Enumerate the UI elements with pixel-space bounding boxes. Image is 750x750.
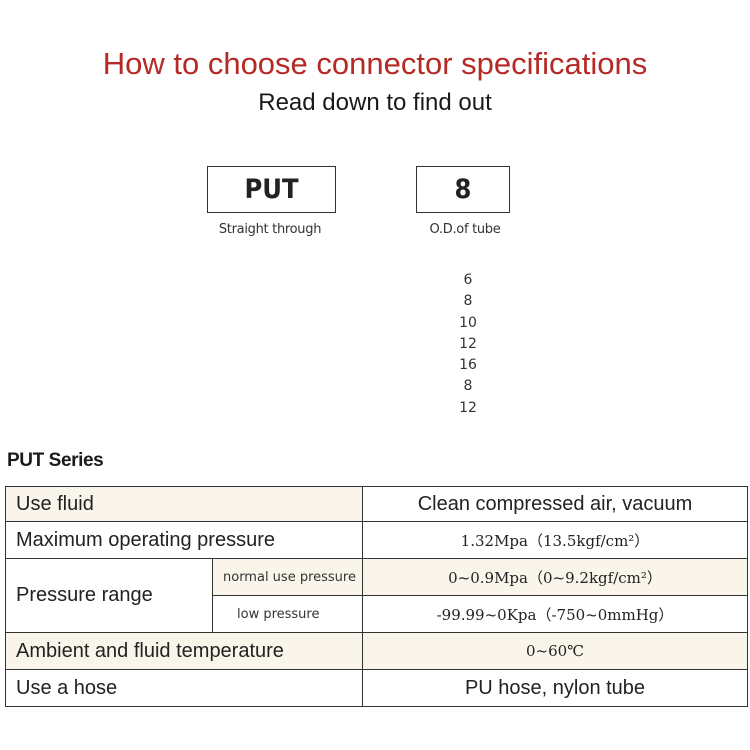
temperature-label: Ambient and fluid temperature	[5, 632, 363, 670]
tube-size-item: 8	[463, 378, 473, 395]
page-title: How to choose connector specifications	[102, 46, 648, 81]
size-code-box: 8	[416, 166, 510, 213]
series-code-box: PUT	[207, 166, 336, 213]
tube-size-item: 6	[463, 272, 473, 288]
low-pressure-value: -99.99~0Kpa（-750~0mmHg）	[362, 595, 748, 633]
tube-size-item: 12	[459, 335, 477, 352]
normal-pressure-value: 0~0.9Mpa（0~9.2kgf/cm²）	[362, 558, 748, 596]
pressure-range-label: Pressure range	[5, 558, 213, 633]
temperature-value: 0~60℃	[362, 632, 748, 670]
table-row: Ambient and fluid temperature 0~60℃	[5, 632, 748, 670]
table-row: Maximum operating pressure 1.32Mpa（13.5k…	[5, 521, 748, 559]
tube-size-item: 8	[463, 293, 473, 310]
series-code-label: Straight through	[218, 222, 322, 237]
hose-label: Use a hose	[5, 669, 363, 707]
hose-value: PU hose, nylon tube	[362, 669, 748, 707]
page-subtitle: Read down to find out	[258, 89, 492, 116]
fluid-value: Clean compressed air, vacuum	[362, 486, 748, 522]
table-row: Use fluid Clean compressed air, vacuum	[5, 486, 748, 522]
tube-size-item: 12	[459, 399, 477, 416]
table-row: Pressure range normal use pressure 0~0.9…	[5, 558, 748, 633]
tube-size-item: 10	[459, 314, 477, 331]
normal-pressure-label: normal use pressure	[212, 558, 363, 596]
spec-table: Use fluid Clean compressed air, vacuum M…	[5, 486, 748, 707]
tube-size-item: 16	[459, 357, 477, 374]
fluid-label: Use fluid	[5, 486, 363, 522]
max-pressure-label: Maximum operating pressure	[5, 521, 363, 559]
size-code-label: O.D.of tube	[429, 222, 501, 237]
low-pressure-label: low pressure	[212, 595, 363, 633]
table-row: Use a hose PU hose, nylon tube	[5, 669, 748, 707]
table-row: low pressure -99.99~0Kpa（-750~0mmHg）	[6, 595, 748, 633]
series-heading: PUT Series	[7, 450, 104, 471]
tube-size-list: 6 8 10 12 16 8 12	[440, 270, 496, 419]
max-pressure-value: 1.32Mpa（13.5kgf/cm²）	[362, 521, 748, 559]
